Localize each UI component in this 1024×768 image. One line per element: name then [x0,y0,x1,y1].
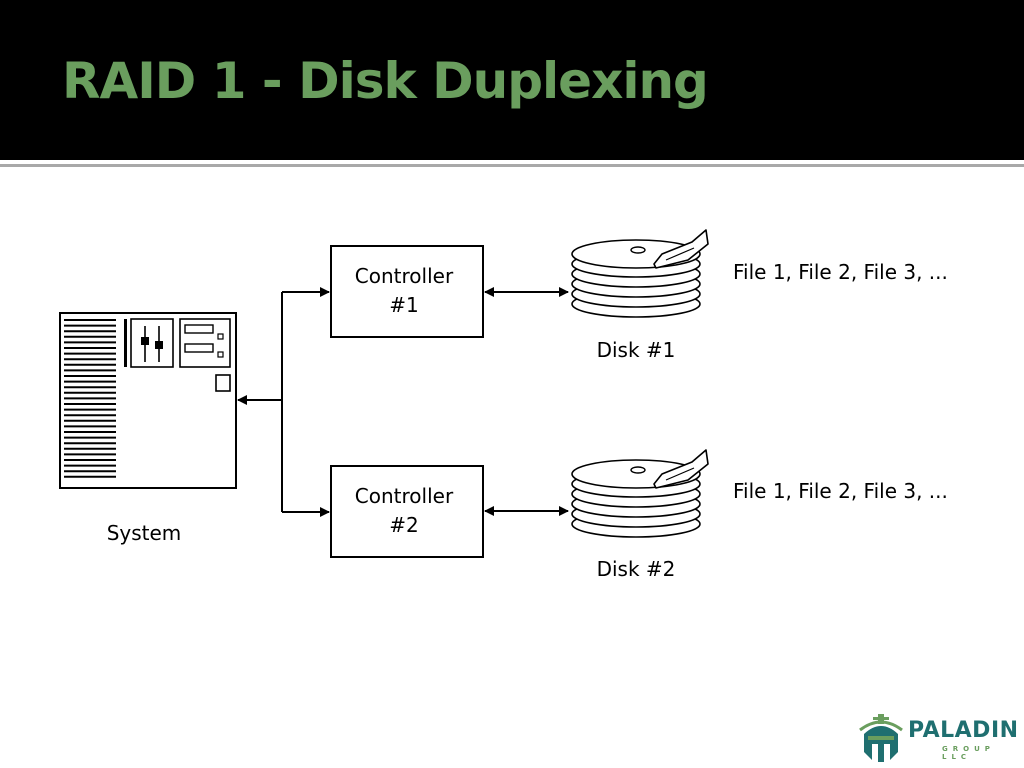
logo-subtitle: GROUP LLC [942,745,995,761]
controller-2-label: Controller [355,484,454,508]
system-bus [237,287,330,517]
paladin-logo: PALADIN GROUP LLC [856,712,1019,764]
controller-1-label: Controller [355,264,454,288]
disk-1-files: File 1, File 2, File 3, ... [733,260,948,284]
disk-1-label: Disk #1 [597,338,676,362]
controller-2-box [330,465,484,558]
system-vent-lines [64,319,116,478]
helmet-icon [859,714,903,762]
system-computer [59,312,237,489]
disk-2-icon [571,449,709,538]
slide-title: RAID 1 - Disk Duplexing [62,52,709,110]
controller-1-box [330,245,484,338]
controller-2-number: #2 [389,513,418,537]
controller-1-number: #1 [389,293,418,317]
system-label: System [107,521,182,545]
title-divider [0,164,1024,167]
disk-2-label: Disk #2 [597,557,676,581]
disk-2-files: File 1, File 2, File 3, ... [733,479,948,503]
disk-1-icon [571,229,709,318]
title-bar: RAID 1 - Disk Duplexing [0,0,1024,160]
logo-name: PALADIN [908,718,1019,743]
